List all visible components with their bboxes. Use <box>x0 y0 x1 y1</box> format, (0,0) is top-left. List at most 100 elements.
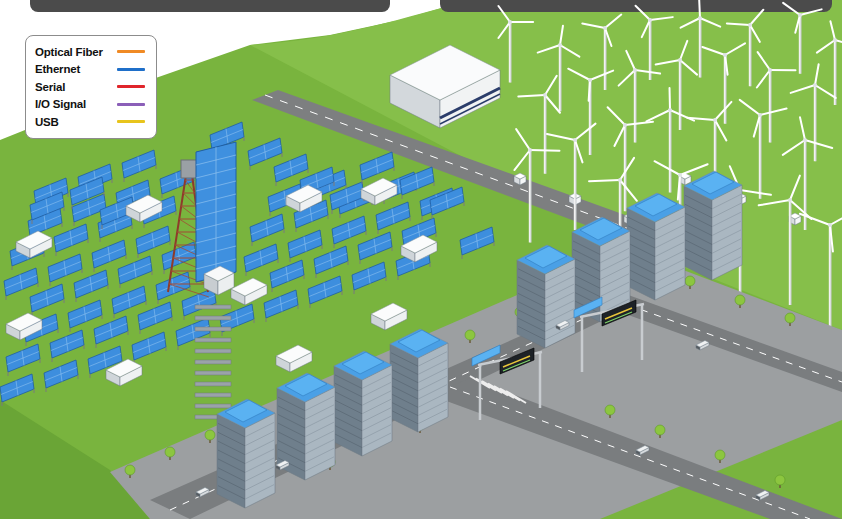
panel-leg <box>340 214 341 218</box>
panel-grid <box>75 278 107 291</box>
turbine-hub <box>748 23 752 27</box>
window-row <box>362 399 391 414</box>
face-left <box>684 186 712 280</box>
face-right <box>712 185 742 280</box>
panel-face <box>138 302 172 330</box>
panel-grid <box>139 310 171 323</box>
panel-grid <box>90 277 92 292</box>
tower-brace <box>179 219 198 220</box>
panel-grid <box>89 354 121 367</box>
turbine-blade <box>545 95 560 113</box>
panel-leg <box>430 263 431 267</box>
flat-rack <box>195 404 231 408</box>
turbine-pole-shade <box>511 22 512 83</box>
turbine-hub <box>648 18 652 22</box>
legend-line <box>117 85 145 88</box>
turbine-blade <box>800 214 830 225</box>
window-row <box>545 284 574 299</box>
panel-leg <box>38 283 39 287</box>
turbine-blade <box>518 95 545 96</box>
legend-line <box>117 120 145 123</box>
city <box>110 171 842 519</box>
turbine-blade <box>725 55 728 75</box>
window-row <box>655 251 684 266</box>
turbine-blade <box>498 6 510 22</box>
panel-leg <box>284 229 285 233</box>
panel-grid <box>46 199 48 214</box>
panel-leg <box>114 314 115 318</box>
window-row <box>712 212 741 227</box>
panel-grid <box>128 293 130 308</box>
panel-leg <box>328 215 329 219</box>
panel-leg <box>62 223 63 227</box>
window-row <box>518 293 545 307</box>
face-left <box>390 344 418 432</box>
panel-face <box>248 138 282 166</box>
turbine-pole <box>799 15 801 74</box>
window-row <box>218 450 245 464</box>
turbine-blade <box>608 107 625 125</box>
panel-leg <box>144 224 145 228</box>
solar-panel <box>244 244 278 276</box>
window-row <box>245 431 274 446</box>
solar-panel <box>358 232 392 264</box>
turbine-blade <box>715 102 731 120</box>
tower-brace <box>185 180 194 193</box>
panel-leg <box>316 274 317 278</box>
tower-brace <box>169 284 207 285</box>
window-row <box>545 268 574 283</box>
solar-panel <box>4 268 38 300</box>
panel-face <box>430 187 464 215</box>
turbine-blade <box>589 180 620 181</box>
turbine-blade <box>727 23 750 25</box>
roof-panel <box>580 218 622 240</box>
panel-leg <box>72 205 73 209</box>
tower-cabinet <box>204 266 234 295</box>
turbine-blade <box>589 80 590 101</box>
turbine-blade <box>740 190 771 195</box>
window-row <box>335 434 362 448</box>
window-row <box>545 317 574 332</box>
panel-leg <box>124 178 125 182</box>
turbine-pole <box>749 25 751 86</box>
window-row <box>245 467 274 482</box>
panel-grid <box>476 234 478 249</box>
window-row <box>245 449 274 464</box>
turbine-pole <box>604 28 606 90</box>
solar-panel <box>54 224 88 256</box>
panel-leg <box>366 231 367 235</box>
turbine-blade <box>759 200 790 205</box>
turbine-blade <box>815 85 836 98</box>
turbine-blade <box>510 21 533 23</box>
window-row <box>712 257 741 272</box>
panel-leg <box>64 299 65 303</box>
top-bars <box>30 0 832 12</box>
solar-panel <box>94 316 128 348</box>
wind-turbine <box>518 76 560 174</box>
panel-grid <box>461 235 493 248</box>
panel-face <box>376 202 410 230</box>
panel-grid <box>138 157 140 172</box>
turbine-blade <box>700 18 720 27</box>
window-row <box>418 368 447 383</box>
panel-leg <box>392 247 393 251</box>
face-top <box>231 278 267 296</box>
flat-rack <box>195 393 231 397</box>
legend-row: I/O Signal <box>35 96 145 114</box>
wind-turbine <box>757 52 796 142</box>
window-row <box>685 195 712 209</box>
window-row <box>418 360 447 375</box>
window-row <box>685 213 712 227</box>
solar-panel <box>6 344 40 376</box>
window-row <box>218 432 245 446</box>
panel-grid <box>376 159 378 174</box>
turbine-blade <box>625 122 653 125</box>
roof-panel <box>692 172 734 194</box>
turbine-blade <box>795 15 800 33</box>
turbine-hub <box>558 43 562 47</box>
tree-crown <box>785 313 795 323</box>
face-right <box>305 387 335 480</box>
street <box>150 292 842 519</box>
solar-panel <box>132 332 166 364</box>
